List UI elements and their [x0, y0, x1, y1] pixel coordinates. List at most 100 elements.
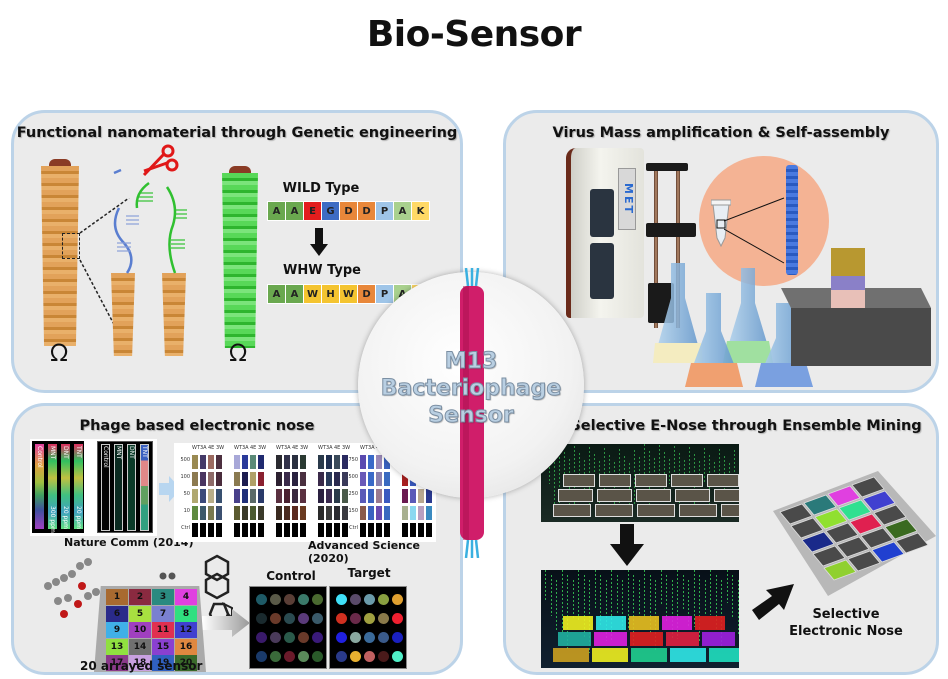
colored-sensor-tile — [630, 632, 663, 646]
sensor-cell: 6 — [106, 605, 128, 622]
dna-green-icon — [165, 186, 187, 274]
strip-concentration: 20 ppm — [75, 506, 82, 530]
sensor-tile — [812, 545, 846, 567]
sensor-tile — [563, 474, 595, 487]
data-rain — [633, 575, 634, 646]
color-response-cell — [250, 523, 256, 537]
diagonal-arrow-icon — [752, 584, 794, 620]
column-header: WT — [276, 445, 284, 451]
color-response-cell — [250, 489, 256, 503]
microtube-icon — [711, 199, 731, 248]
response-dot — [298, 613, 309, 624]
pump-rail — [676, 168, 680, 328]
data-rain — [693, 570, 695, 627]
sensor-tile — [671, 474, 703, 487]
data-rain — [567, 575, 568, 649]
response-dot — [364, 613, 375, 624]
amino-acid-cell: A — [394, 202, 411, 220]
light-blue-arrow-icon — [159, 476, 181, 502]
sensor-tile — [790, 517, 824, 539]
sensor-cell: 14 — [129, 638, 151, 655]
amino-acid-cell: A — [286, 202, 303, 220]
strip-label: Control — [102, 446, 109, 468]
color-response-cell — [200, 472, 206, 486]
amino-acid-cell: A — [286, 285, 303, 303]
sensor-tile — [595, 504, 633, 517]
color-response-cell — [192, 472, 198, 486]
color-response-cell — [418, 523, 424, 537]
sensor-cell: 1 — [106, 589, 128, 605]
sensor-strip — [48, 444, 57, 529]
color-response-cell — [200, 455, 206, 469]
data-rain — [704, 580, 706, 614]
m13-phage-illustration — [460, 268, 484, 558]
amino-acid-cell: E — [304, 202, 321, 220]
sensor-strip — [74, 444, 83, 529]
response-dot — [378, 594, 389, 605]
color-response-cell — [258, 523, 264, 537]
response-dot — [284, 651, 295, 662]
advanced-science-citation: Advanced Science (2020) — [308, 539, 420, 565]
color-response-cell — [368, 472, 374, 486]
color-response-cell — [200, 506, 206, 520]
column-header: 3W — [216, 445, 225, 451]
sensor-tile — [636, 489, 671, 502]
amino-acid-cell: D — [358, 285, 375, 303]
color-response-cell — [318, 455, 324, 469]
sensor-tile — [599, 474, 631, 487]
sensor-cell: 16 — [175, 638, 197, 655]
data-rain — [639, 457, 640, 484]
center-title-line3: Sensor — [428, 403, 515, 429]
panel-genetic-engineering: Functional nanomaterial through Genetic … — [11, 110, 463, 393]
sensor-tile — [637, 504, 675, 517]
color-response-cell — [258, 455, 264, 469]
sensor-tile — [635, 474, 667, 487]
colored-sensor-tile — [709, 648, 739, 662]
response-dot — [256, 613, 267, 624]
column-header: 3W — [258, 445, 267, 451]
color-response-cell — [234, 523, 240, 537]
sensor-tile — [836, 536, 870, 558]
amino-acid-cell: W — [340, 285, 357, 303]
panel-title: Virus Mass amplification & Self-assembly — [552, 125, 890, 141]
data-rain — [660, 570, 662, 606]
response-dot — [298, 632, 309, 643]
color-response-cell — [368, 523, 374, 537]
color-response-cell — [326, 455, 332, 469]
column-header: 3A — [368, 445, 375, 451]
center-title-line1: M13 — [444, 349, 498, 375]
color-response-cell — [318, 489, 324, 503]
column-header: WT — [192, 445, 200, 451]
color-response-cell — [300, 523, 306, 537]
sensor-cell: 13 — [106, 638, 128, 655]
color-response-cell — [384, 523, 390, 537]
color-response-cell — [326, 489, 332, 503]
color-response-cell — [276, 506, 282, 520]
sensor-tile — [803, 494, 837, 516]
column-header: 3A — [242, 445, 249, 451]
data-rain — [669, 459, 670, 484]
data-rain — [654, 458, 655, 484]
phage-segment-modified — [162, 273, 186, 356]
data-rain — [594, 454, 595, 484]
color-response-cell — [300, 472, 306, 486]
data-rain — [734, 450, 735, 484]
self-assembly-substrate — [781, 248, 931, 366]
center-title-line2: Bacteriophage — [380, 376, 562, 402]
color-response-cell — [250, 472, 256, 486]
color-response-cell — [368, 506, 374, 520]
sensor-cell: 4 — [175, 589, 197, 605]
color-response-cell — [276, 523, 282, 537]
color-response-cell — [216, 523, 222, 537]
color-response-cell — [216, 489, 222, 503]
color-response-cell — [334, 472, 340, 486]
colored-sensor-tile — [563, 616, 593, 630]
data-rain — [556, 580, 557, 632]
data-rain — [714, 462, 715, 484]
color-response-cell — [402, 489, 408, 503]
color-response-cell — [342, 506, 348, 520]
column-header: 4E — [208, 445, 215, 451]
color-response-cell — [342, 455, 348, 469]
color-response-cell — [208, 506, 214, 520]
sensor-tile — [558, 489, 593, 502]
